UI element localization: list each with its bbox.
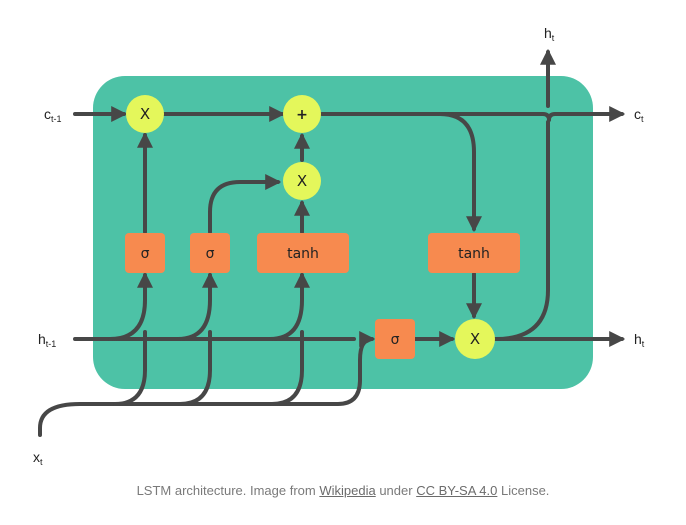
h-t-right-label: ht: [634, 331, 645, 349]
cell-tanh: [428, 233, 520, 273]
c-prev-label: ct-1: [44, 106, 62, 124]
caption-text-middle: under: [375, 483, 417, 498]
cell-tanh-label: tanh: [458, 246, 490, 262]
cell-state-out-arrow: [320, 106, 626, 122]
license-link[interactable]: CC BY-SA 4.0: [416, 483, 498, 498]
candidate-gate: [257, 233, 349, 273]
caption-text-after: License.: [497, 483, 550, 498]
forget-multiply-op: [126, 95, 164, 133]
x-input-bus: [38, 331, 376, 437]
cell-add-op: [283, 95, 321, 133]
h-to-candidate-curve: [268, 271, 310, 341]
h-t-top-label: ht: [544, 25, 555, 43]
input-gate-to-mult-arrow: [208, 174, 282, 234]
candidate-gate-label: tanh: [287, 246, 319, 262]
output-multiply-label: X: [470, 330, 480, 348]
caption-text-before: LSTM architecture. Image from: [136, 483, 320, 498]
forget-gate-label: σ: [141, 246, 150, 262]
x-t-label: xt: [33, 449, 43, 467]
figure-caption: LSTM architecture. Image from Wikipedia …: [0, 483, 686, 498]
x-to-forget: [113, 330, 147, 406]
output-multiply-op: [455, 319, 495, 359]
forget-gate: [125, 233, 165, 273]
forget-multiply-label: X: [140, 105, 150, 123]
wikipedia-link[interactable]: Wikipedia: [319, 483, 376, 498]
input-gate: [190, 233, 230, 273]
input-gate-label: σ: [206, 246, 215, 262]
input-multiply-op: [283, 162, 321, 200]
h-to-forget-curve: [108, 271, 153, 341]
cell-to-tanh-arrow: [438, 112, 482, 233]
h-prev-label: ht-1: [38, 331, 56, 349]
x-to-candidate: [270, 330, 304, 406]
h-to-input-curve: [176, 271, 218, 341]
hidden-up-arrow: [494, 52, 548, 341]
lstm-diagram: σ σ tanh tanh σ X + X X ct-1 ht-1 xt ct …: [33, 25, 645, 467]
input-multiply-label: X: [297, 172, 307, 190]
lstm-cell-box: [93, 76, 593, 389]
c-t-label: ct: [634, 106, 644, 124]
output-gate: [375, 319, 415, 359]
output-gate-label: σ: [391, 332, 400, 348]
cell-add-label: +: [296, 107, 308, 123]
x-to-input: [178, 330, 213, 406]
